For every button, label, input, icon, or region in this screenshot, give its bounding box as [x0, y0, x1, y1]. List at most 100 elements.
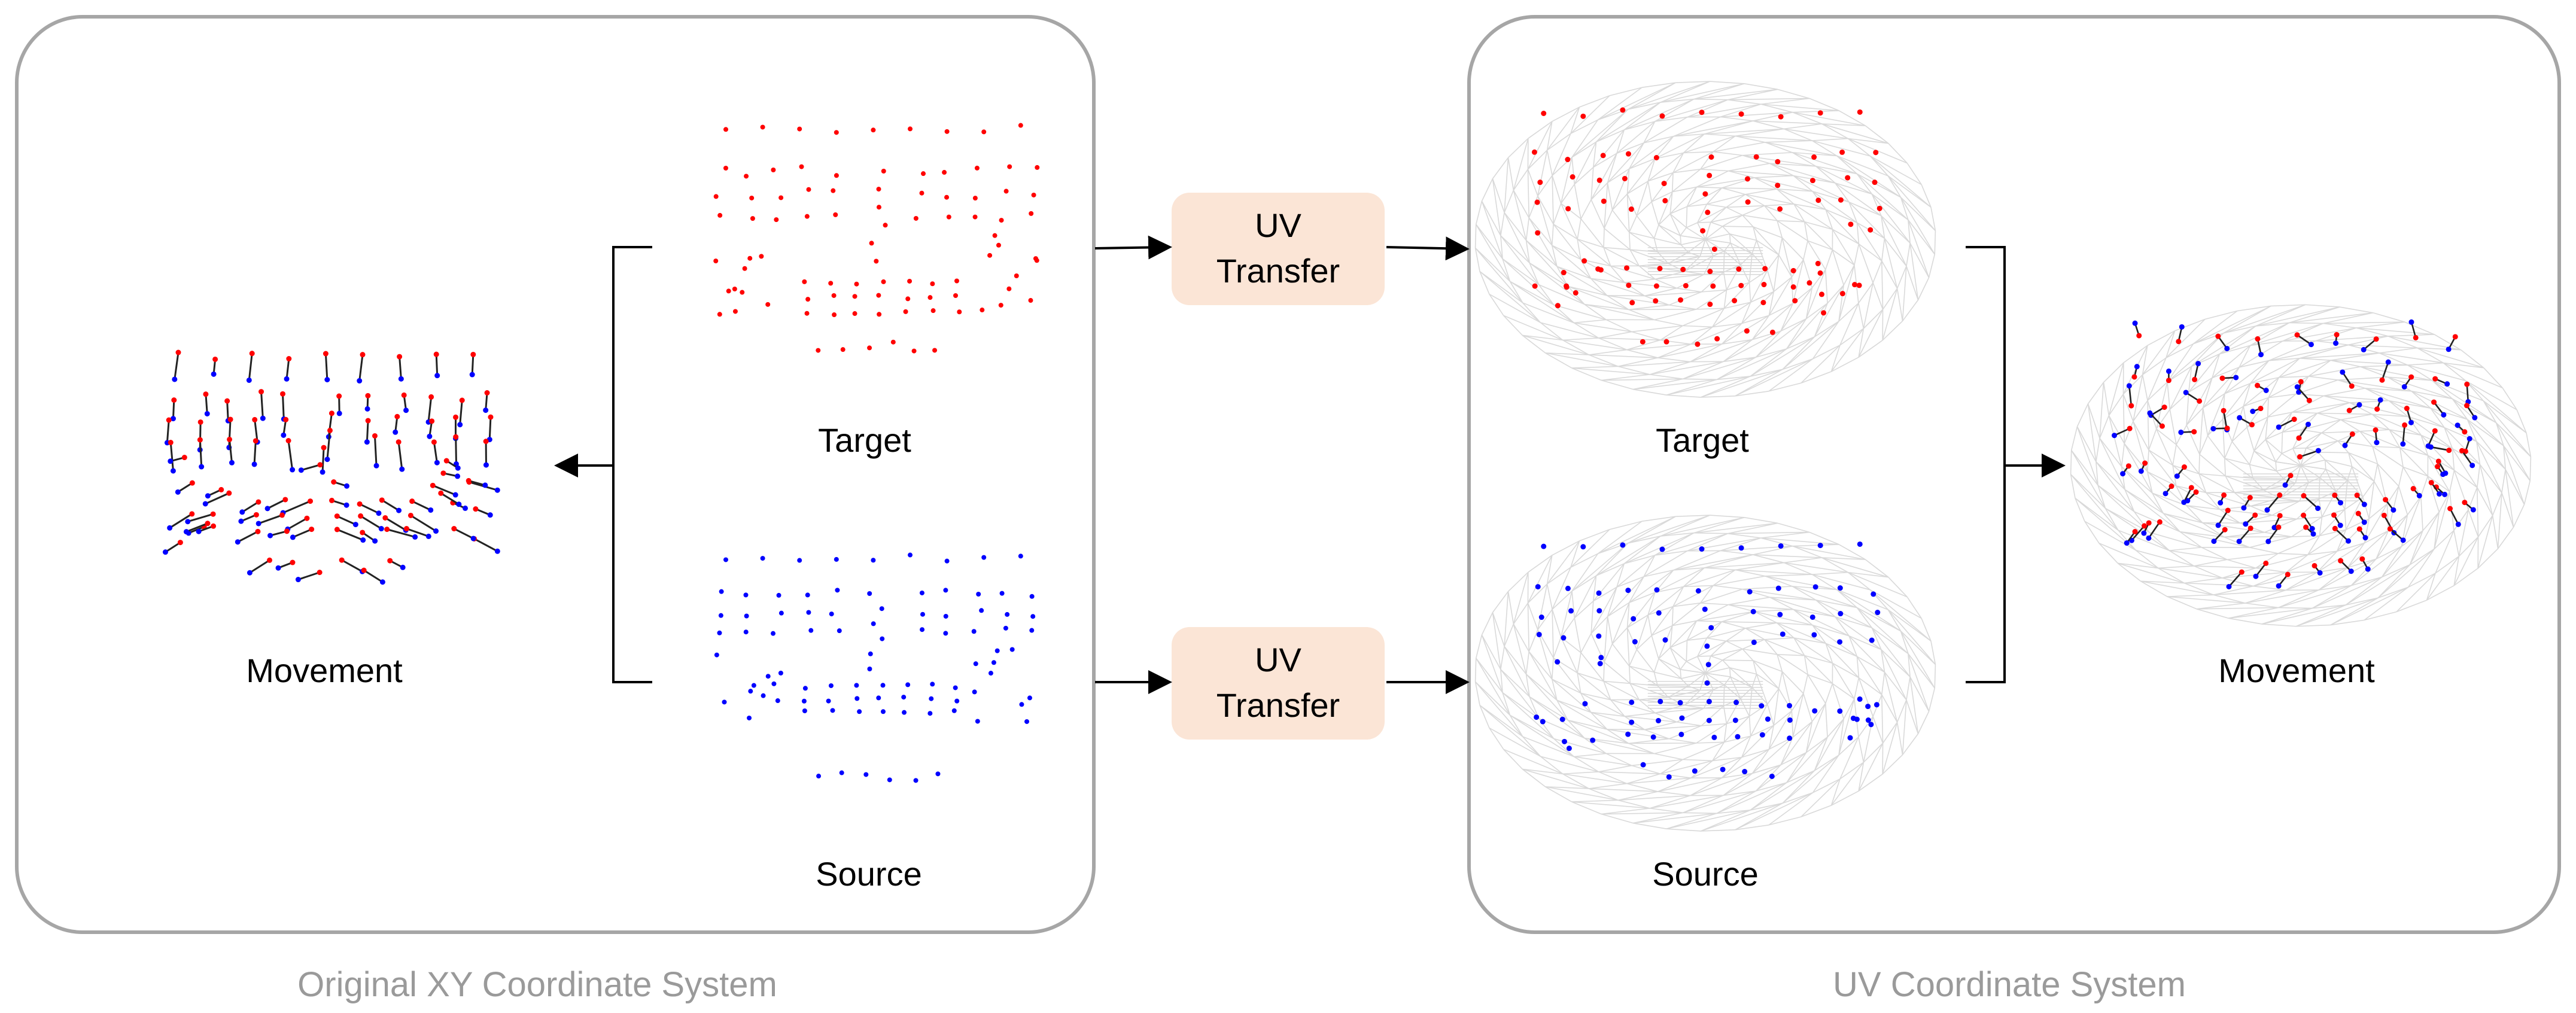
mesh-edge	[2172, 445, 2177, 466]
mesh-edge	[1571, 367, 1602, 381]
mesh-edge	[2193, 305, 2271, 345]
mesh-edge	[1751, 749, 1770, 774]
mesh-edge	[1836, 589, 1901, 632]
mesh-edge	[1881, 649, 1911, 677]
landmark-point	[2236, 539, 2242, 544]
mesh-edge	[1786, 303, 1828, 349]
mesh-edge	[2234, 492, 2280, 499]
mesh-edge	[2104, 508, 2119, 531]
mesh-edge	[1604, 228, 1631, 250]
mesh-edge	[2292, 412, 2318, 414]
mesh-edge	[2076, 426, 2098, 486]
movement-vector	[2297, 334, 2312, 345]
mesh-edge	[1590, 182, 1608, 200]
mesh-edge	[2318, 452, 2349, 454]
landmark-point	[1865, 704, 1871, 710]
landmark-point	[199, 464, 205, 470]
landmark-point	[2334, 331, 2340, 337]
mesh-edge	[1753, 660, 1780, 689]
mesh-edge	[2264, 531, 2292, 537]
mesh-edge	[1609, 521, 1643, 530]
landmark-point	[1595, 266, 1601, 272]
landmark-point	[253, 512, 259, 518]
landmark-point	[854, 696, 860, 701]
mesh-edge	[1513, 623, 1527, 674]
movement-vector	[2266, 494, 2280, 511]
mesh-edge	[1769, 303, 1793, 316]
mesh-edge	[2345, 576, 2383, 606]
landmark-point	[290, 534, 296, 540]
mesh-edge	[1717, 376, 1751, 381]
mesh-edge	[2123, 345, 2148, 363]
landmark-point	[1018, 123, 1023, 128]
mesh-edge	[1629, 232, 1655, 239]
mesh-edge	[1858, 340, 1883, 358]
mesh-edge	[1710, 648, 1743, 657]
mesh-edge	[1669, 304, 1696, 310]
mesh-edge	[1906, 677, 1911, 700]
mesh-edge	[2483, 367, 2503, 388]
mesh-edge	[1641, 516, 1676, 522]
landmark-point	[2253, 573, 2259, 579]
mesh-edge	[2147, 330, 2175, 346]
mesh-edge	[1783, 562, 1812, 575]
mesh-edge	[1838, 264, 1855, 322]
landmark-point	[863, 772, 869, 777]
mesh-edge	[1683, 567, 1705, 588]
mesh-edge	[1858, 244, 1874, 283]
mesh-edge	[1649, 361, 1691, 375]
mesh-edge	[1776, 622, 1795, 638]
mesh-edge	[1778, 238, 1783, 255]
landmark-point	[2373, 336, 2379, 342]
mesh-edge	[2389, 429, 2428, 456]
landmark-point	[2410, 486, 2416, 492]
mesh-edge	[1812, 625, 1826, 644]
mesh-edge	[1527, 555, 1553, 604]
movement-vector	[2300, 449, 2319, 458]
mesh-edge	[1522, 302, 1541, 323]
mesh-edge	[2317, 402, 2350, 414]
mesh-edge	[2356, 327, 2435, 335]
mesh-edge	[1546, 583, 1553, 610]
mesh-edge	[2430, 407, 2468, 420]
mesh-edge	[1769, 597, 1816, 601]
mesh-edge	[1740, 264, 1750, 283]
mesh-edge	[1603, 680, 1631, 684]
mesh-edge	[1755, 752, 1806, 792]
landmark-point	[229, 460, 235, 466]
mesh-edge	[1503, 315, 1563, 341]
landmark-point	[1029, 594, 1035, 599]
mesh-edge	[1636, 649, 1655, 673]
mesh-edge	[1556, 266, 1569, 287]
mesh-edge	[1605, 753, 1632, 766]
uv-source-mesh	[1474, 515, 1936, 832]
landmark-point	[760, 556, 765, 561]
mesh-edge	[1884, 238, 1907, 267]
mesh-edge	[1629, 158, 1656, 169]
mesh-edge	[1538, 284, 1555, 306]
mesh-edge	[2407, 364, 2466, 382]
mesh-edge	[1527, 603, 1530, 652]
landmark-point	[1657, 698, 1663, 704]
mesh-edge	[1744, 516, 1778, 524]
uv-transfer-bottom-button[interactable]: UV Transfer	[1172, 627, 1385, 740]
mesh-edge	[1722, 187, 1777, 190]
landmark-point	[2340, 369, 2346, 375]
mesh-edge	[1792, 111, 1866, 126]
mesh-edge	[1513, 138, 1529, 191]
mesh-edge	[1728, 170, 1755, 178]
landmark-point	[2332, 525, 2338, 531]
mesh-edge	[1700, 376, 1751, 398]
mesh-edge	[1686, 661, 1706, 674]
landmark-point	[2310, 531, 2316, 537]
mesh-edge	[2076, 426, 2097, 463]
mesh-edge	[2096, 438, 2100, 462]
mesh-edge	[1538, 284, 1585, 305]
landmark-point	[400, 564, 406, 570]
movement-vector	[177, 482, 193, 493]
landmark-point	[2239, 569, 2245, 575]
movement-vector	[468, 479, 486, 486]
landmark-point	[1632, 639, 1638, 645]
uv-transfer-top-button[interactable]: UV Transfer	[1172, 193, 1385, 305]
mesh-edge	[1882, 754, 1903, 775]
